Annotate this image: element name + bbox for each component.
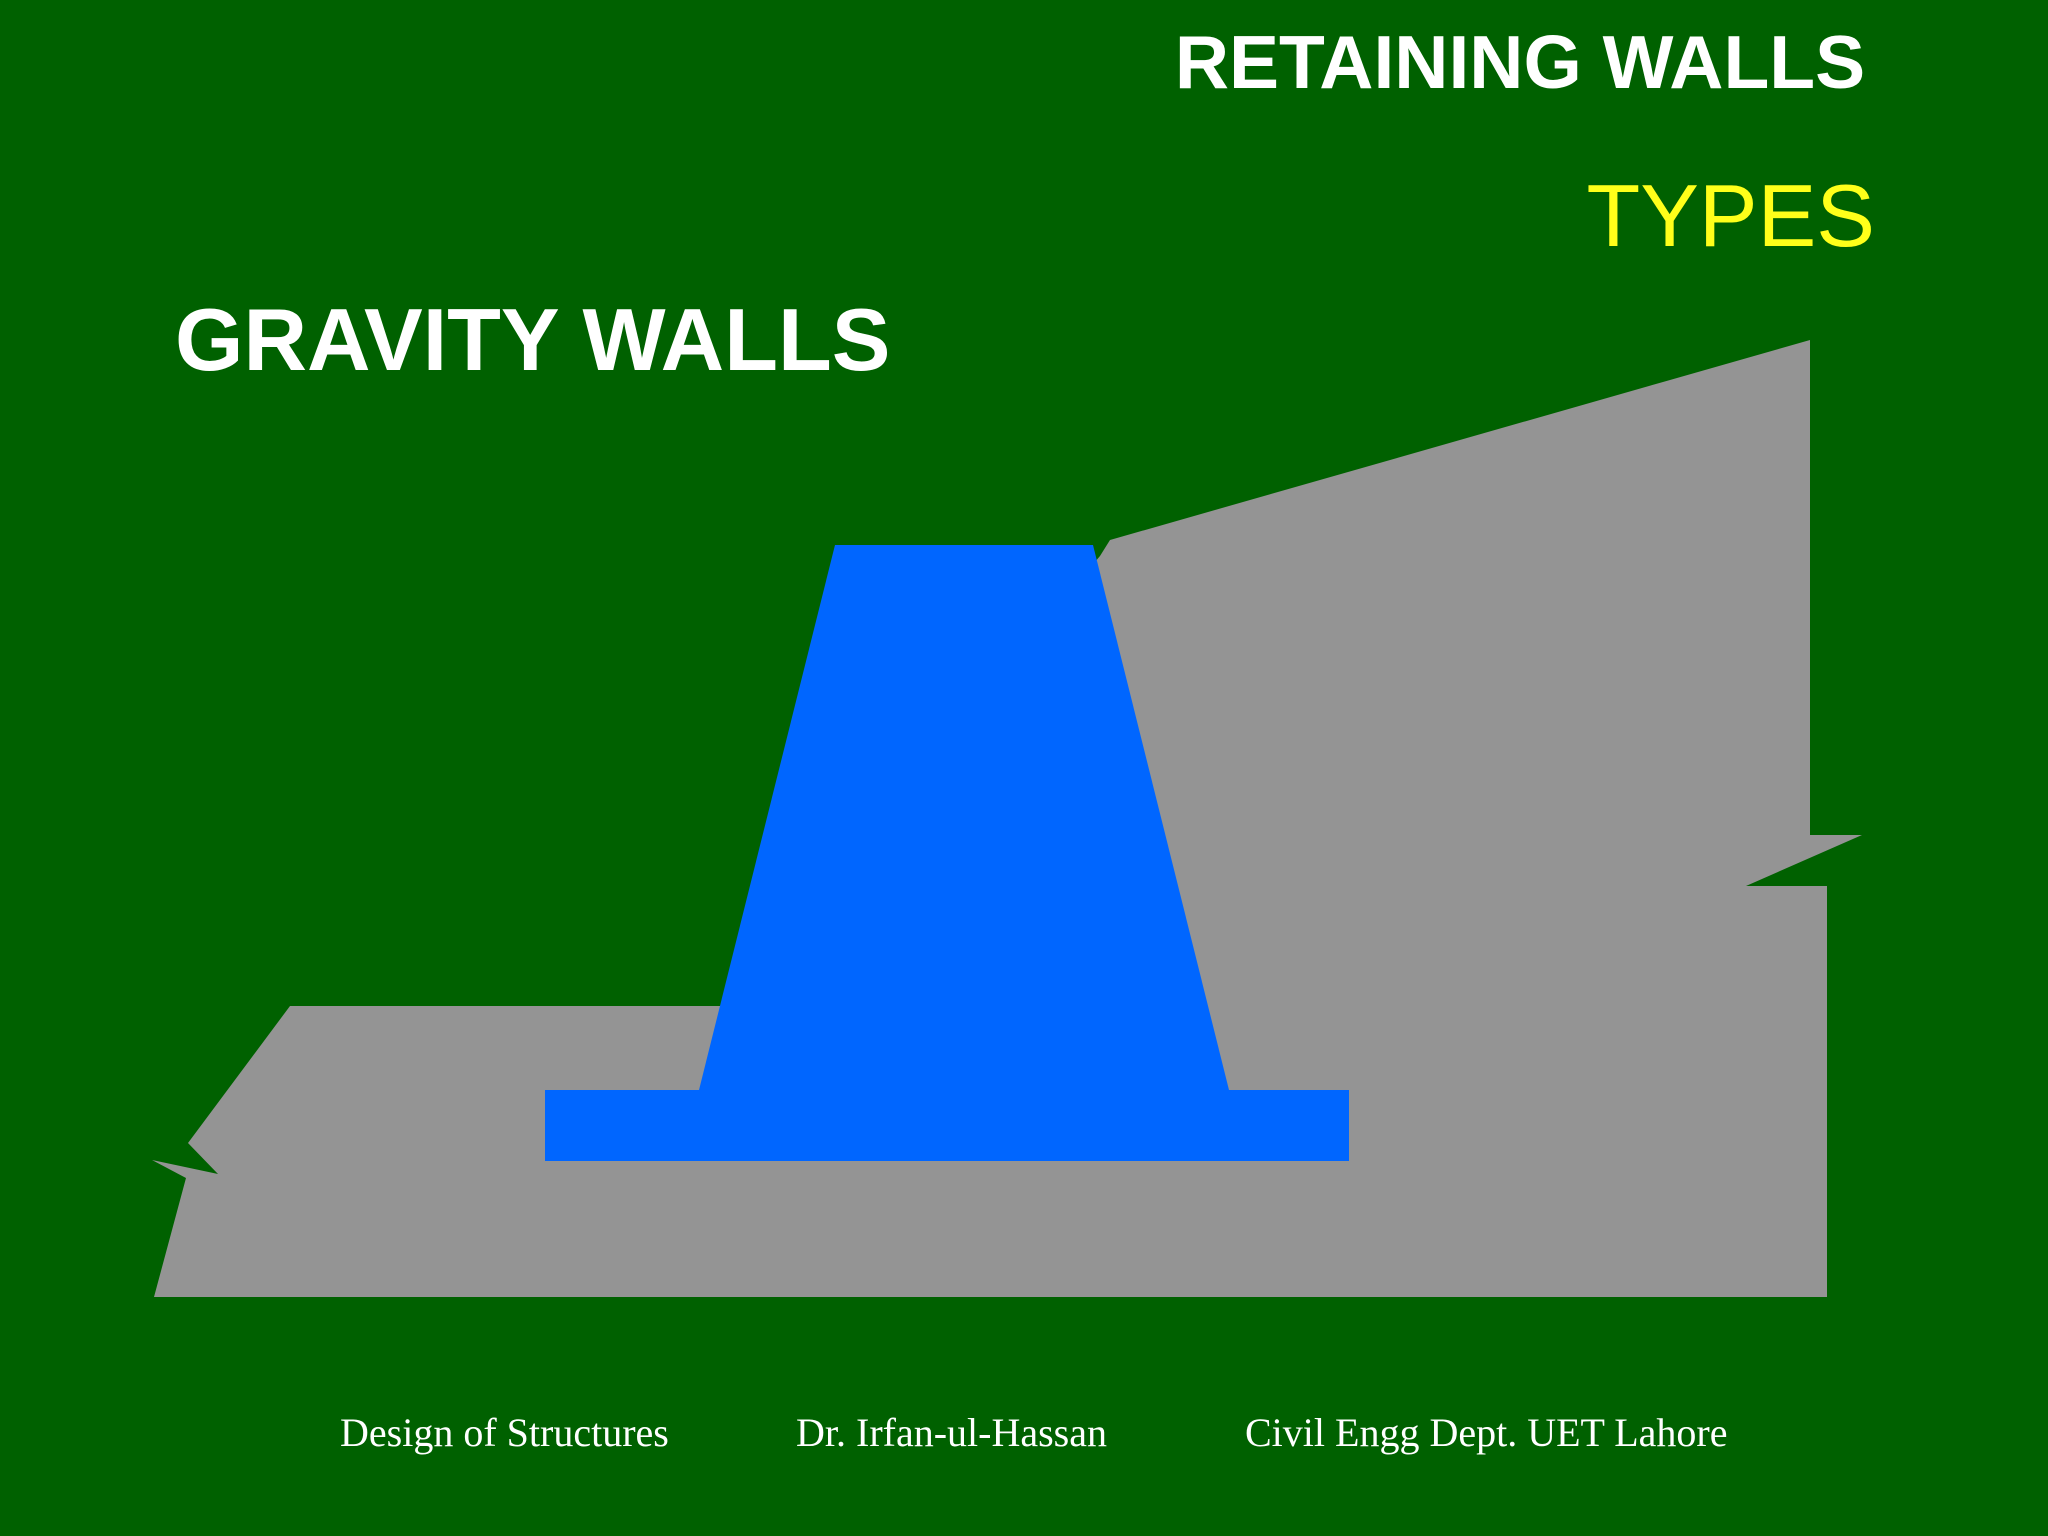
wall-stem [699, 545, 1229, 1090]
footer-course: Design of Structures [340, 1410, 669, 1455]
section-heading: GRAVITY WALLS [175, 290, 891, 389]
slide-subtitle: TYPES [1586, 166, 1875, 265]
wall-base [545, 1090, 1349, 1161]
footer-author: Dr. Irfan-ul-Hassan [796, 1410, 1107, 1455]
footer-department: Civil Engg Dept. UET Lahore [1245, 1410, 1728, 1455]
slide-title: RETAINING WALLS [1174, 20, 1866, 104]
